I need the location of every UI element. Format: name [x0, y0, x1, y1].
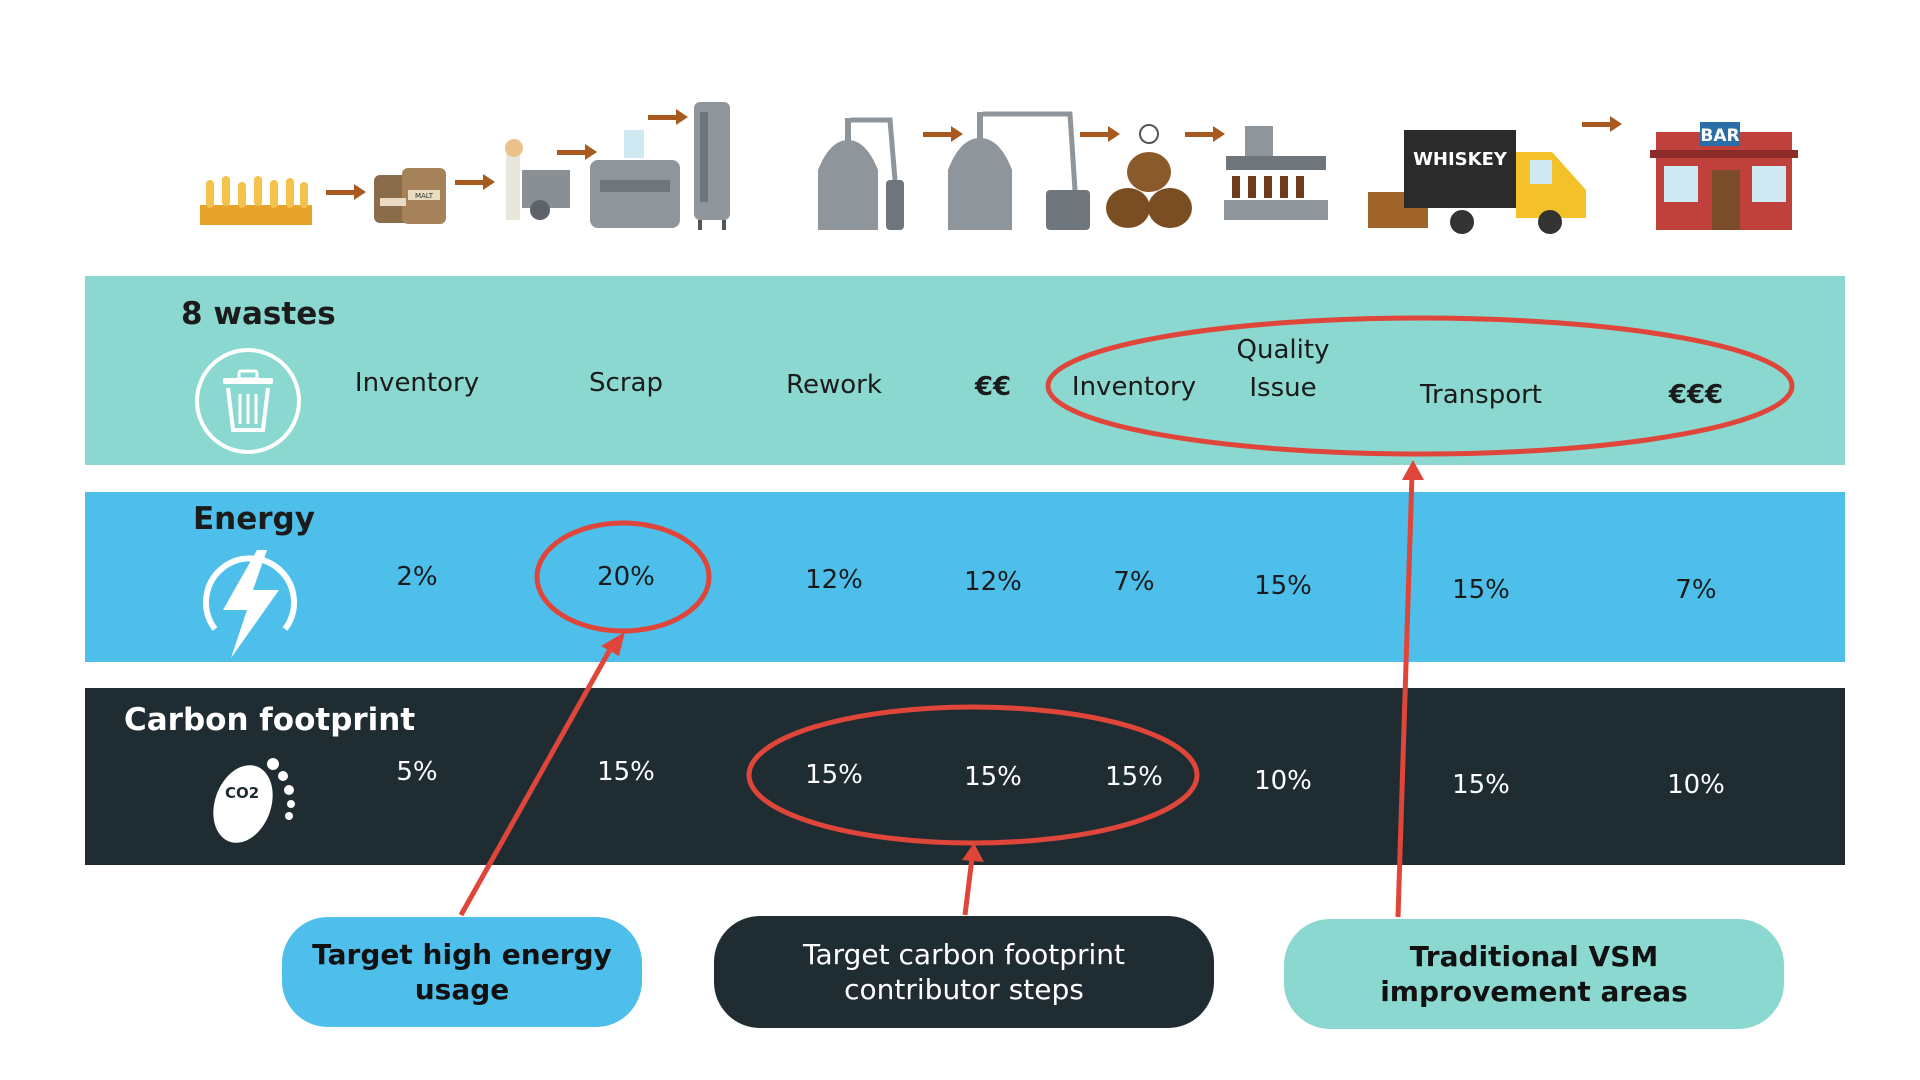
first-still-icon: [818, 117, 904, 230]
waste-cell: Inventory: [354, 368, 480, 398]
arrowhead-icon: [601, 632, 625, 656]
carbon-highlight-ellipse: [746, 704, 1200, 846]
trash-icon: [195, 348, 301, 454]
energy-cell: 2%: [396, 562, 438, 592]
svg-text:MALT: MALT: [415, 192, 434, 200]
bar-storefront-icon: BAR: [1650, 122, 1798, 230]
energy-connector: [458, 644, 615, 917]
arrow-icon: [1582, 116, 1622, 132]
arrow-icon: [923, 126, 963, 142]
vsm-callout-text: Traditional VSM improvement areas: [1380, 940, 1688, 1008]
energy-cell: 7%: [1113, 567, 1155, 597]
second-still-icon: [948, 111, 1090, 230]
waste-cell: Rework: [786, 370, 882, 400]
vsm-connector: [1395, 474, 1415, 918]
svg-text:WHISKEY: WHISKEY: [1413, 149, 1508, 170]
carbon-cell: 10%: [1254, 766, 1312, 796]
carbon-cell: 15%: [964, 762, 1022, 792]
waste-cell: Scrap: [589, 368, 663, 398]
arrowhead-icon: [1402, 460, 1424, 480]
waste-cell: €€€: [1668, 380, 1724, 410]
carbon-row: [85, 688, 1845, 865]
delivery-truck-icon: WHISKEY: [1368, 130, 1586, 234]
mash-tun-icon: [590, 130, 680, 228]
energy-highlight-ellipse: [534, 520, 712, 634]
lightning-icon: [203, 550, 297, 658]
arrow-icon: [455, 174, 495, 190]
carbon-cell: 15%: [1452, 770, 1510, 800]
energy-cell: 15%: [1254, 571, 1312, 601]
carbon-cell: 10%: [1667, 770, 1725, 800]
carbon-cell: 15%: [597, 757, 655, 787]
svg-text:BAR: BAR: [1700, 126, 1739, 146]
carbon-connector: [962, 857, 975, 916]
energy-cell: 7%: [1675, 575, 1717, 605]
energy-cell: 12%: [805, 565, 863, 595]
mill-worker-icon: [505, 139, 570, 220]
energy-title: Energy: [193, 501, 315, 537]
energy-callout-text: Target high energy usage: [312, 938, 612, 1006]
wheat-icon: [200, 176, 312, 225]
wastes-title: 8 wastes: [181, 296, 336, 332]
energy-cell: 15%: [1452, 575, 1510, 605]
waste-cell: Inventory: [1071, 372, 1197, 402]
energy-row: [85, 492, 1845, 662]
vsm-callout: Traditional VSM improvement areas: [1284, 919, 1784, 1029]
process-illustration: MALT: [200, 102, 1798, 234]
wastes-row: [85, 276, 1845, 465]
arrow-icon: [326, 184, 366, 200]
arrow-icon: [648, 109, 688, 125]
carbon-cell: 15%: [1105, 762, 1163, 792]
waste-cell: €€: [974, 372, 1012, 402]
arrowhead-icon: [962, 843, 984, 862]
carbon-cell: 5%: [396, 757, 438, 787]
svg-text:CO2: CO2: [225, 784, 259, 802]
carbon-cell: 15%: [805, 760, 863, 790]
casks-icon: [1106, 124, 1192, 228]
energy-callout: Target high energy usage: [282, 917, 642, 1027]
carbon-title: Carbon footprint: [124, 702, 416, 738]
waste-cell: Transport: [1419, 380, 1543, 410]
waste-cell: Quality Issue: [1236, 335, 1330, 403]
vsm-highlight-ellipse: [1045, 315, 1795, 457]
malt-sacks-icon: MALT: [374, 168, 446, 224]
arrow-icon: [1080, 126, 1120, 142]
bottling-line-icon: [1224, 126, 1328, 220]
energy-cell: 20%: [597, 562, 655, 592]
arrow-icon: [557, 144, 597, 160]
carbon-footprint-icon: CO2: [213, 758, 295, 843]
fermenter-icon: [694, 102, 730, 230]
carbon-callout: Target carbon footprint contributor step…: [714, 916, 1214, 1028]
arrow-icon: [1185, 126, 1225, 142]
carbon-callout-text: Target carbon footprint contributor step…: [802, 938, 1126, 1006]
energy-cell: 12%: [964, 567, 1022, 597]
